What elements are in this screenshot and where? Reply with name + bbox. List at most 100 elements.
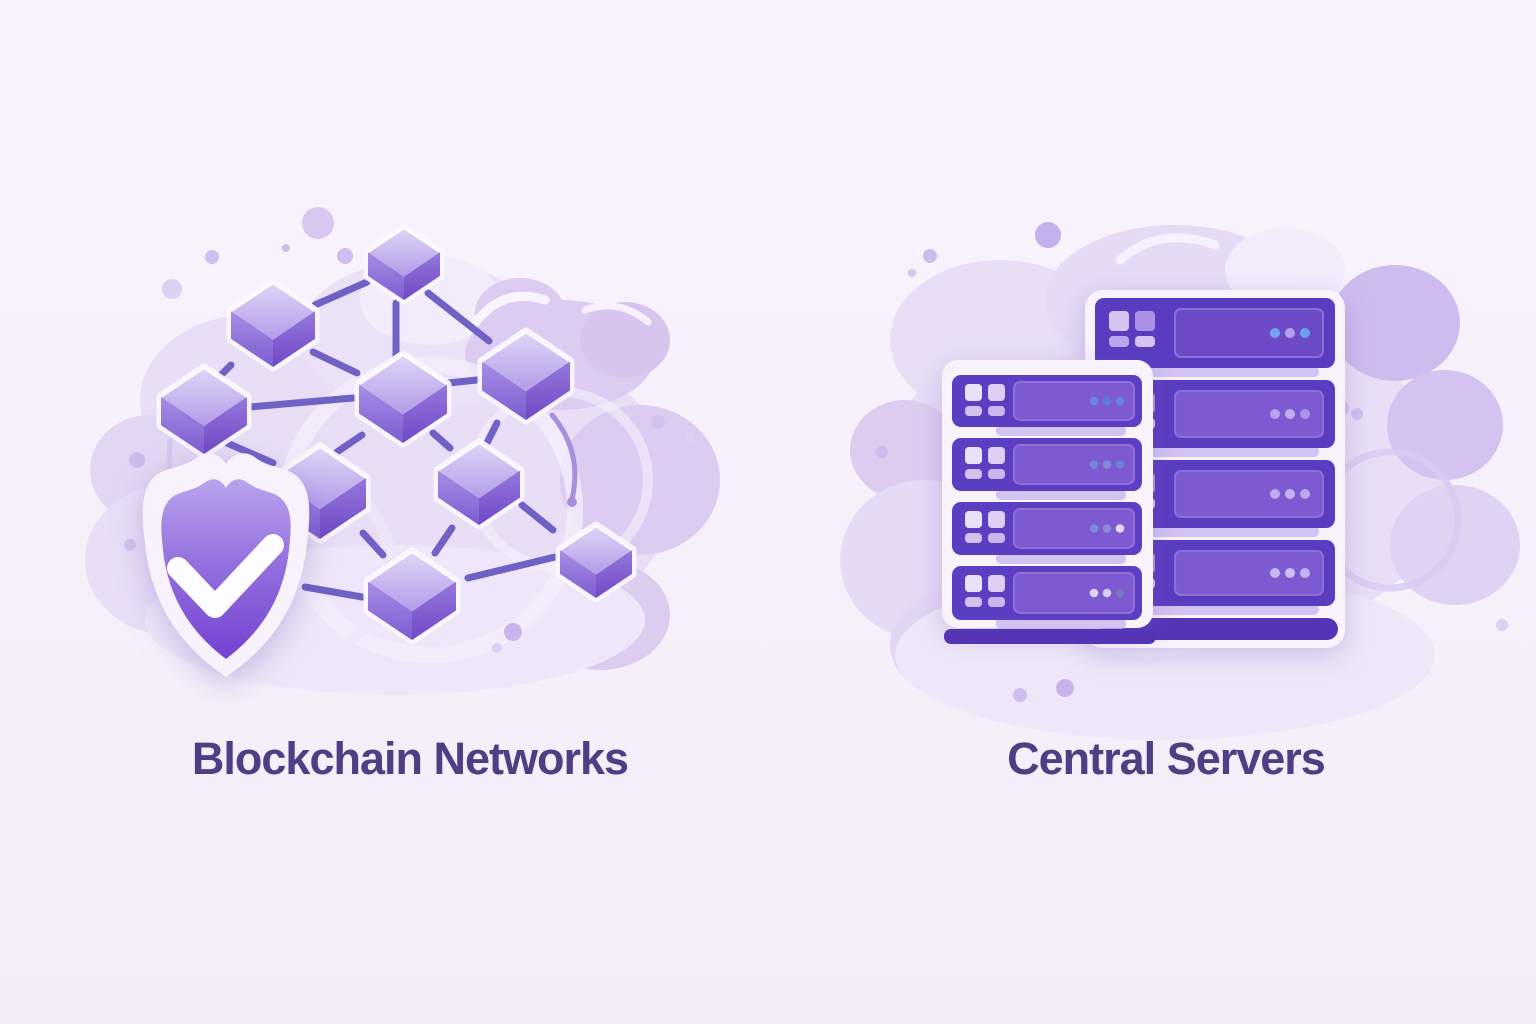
decor-dot [1496,619,1508,631]
network-link [518,501,557,534]
decor-dot [876,446,888,458]
block-cube-icon [226,278,320,372]
drive-slot-icon [965,575,982,592]
status-led [1270,328,1280,338]
status-led [1270,568,1280,578]
front-server-rack [942,360,1156,644]
decor-dot [162,279,182,299]
block-cube-icon [555,521,637,603]
block-cube-icon [433,438,525,530]
network-link [464,553,559,582]
status-led [1300,568,1310,578]
vent-icon [988,406,1005,416]
rack-base [1100,618,1338,640]
server-panel [1174,308,1324,358]
decor-dot [302,207,334,239]
drive-slot-icon [965,511,982,528]
status-led [1089,588,1099,598]
vent-icon [965,406,982,416]
vent-icon [965,533,982,543]
shield-body [161,479,291,659]
status-led [1270,409,1280,419]
drive-slot-icon [965,384,982,401]
drive-slot-icon [988,575,1005,592]
network-link [359,529,387,559]
decor-dot [337,248,353,264]
orbit-arc-right [549,412,578,502]
status-led [1102,460,1112,469]
decor-dot [908,269,916,277]
status-led [1115,396,1125,406]
network-link [309,348,361,377]
network-link [431,524,456,557]
decor-dot [124,539,136,551]
status-led [1270,489,1280,499]
block-cube-icon [477,327,575,425]
decor-dot [492,643,502,653]
left-caption: Blockchain Networks [191,733,629,784]
block-cube-icon [363,223,445,305]
status-led [1115,460,1125,469]
decor-dot [923,249,937,263]
block-cube-icon [156,363,252,459]
status-led [1102,588,1112,598]
status-led [1089,460,1099,469]
decor-dot [205,250,219,264]
vent-icon [965,469,982,479]
status-led [1102,524,1112,533]
status-led [1089,396,1099,406]
server-panel [1013,381,1135,421]
status-led [1300,409,1310,419]
status-led [1115,588,1125,598]
status-led [1285,489,1295,499]
status-led [1300,489,1310,499]
drive-slot-icon [988,384,1005,401]
network-link [311,278,371,309]
orbit-arc-dot [567,497,577,507]
right-caption: Central Servers [1007,733,1326,784]
server-panel [1174,550,1324,596]
drive-slot-icon [988,447,1005,464]
block-cube-icon [363,547,461,645]
network-link [444,376,481,387]
drive-slot-icon [965,447,982,464]
checkmark-icon [167,534,284,618]
vent-icon [1135,336,1155,347]
status-led [1285,328,1295,338]
vent-icon [988,597,1005,607]
network-link [424,289,493,345]
server-panel [1174,470,1324,518]
server-panel [1013,572,1135,614]
server-panel [1013,508,1135,549]
decor-dot [1351,408,1363,420]
decor-dot [685,432,695,442]
status-led [1089,524,1099,533]
network-link [333,431,366,456]
rack-base [944,629,1156,644]
drive-slot-icon [1135,311,1155,331]
drive-slot-icon [1109,311,1129,331]
decor-dot [282,244,290,252]
drive-slot-icon [988,511,1005,528]
shield-check-icon [142,453,310,677]
decor-dot [1013,688,1027,702]
vent-icon [1109,336,1129,347]
decor-dot [651,415,665,429]
network-link [429,429,454,452]
network-link [483,419,501,447]
network-link [223,439,277,467]
network-link [246,394,357,411]
decor-dot [1035,222,1061,248]
vent-icon [988,533,1005,543]
vent-icon [988,469,1005,479]
server-panel [1174,390,1324,438]
status-led [1115,524,1125,533]
status-led [1300,328,1310,338]
blockchain-cubes [156,223,637,645]
decor-dot [1056,679,1074,697]
network-connections [207,278,559,601]
vent-icon [965,597,982,607]
decor-dot [504,623,522,641]
